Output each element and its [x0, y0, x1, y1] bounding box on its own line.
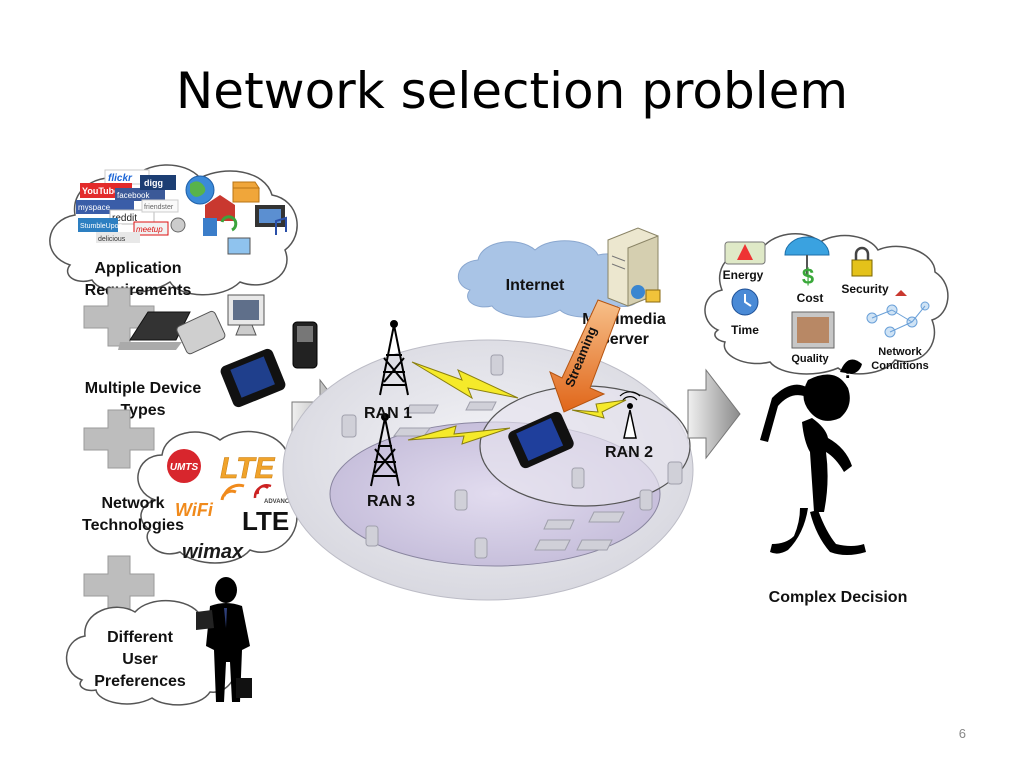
facebook-logo: facebook: [117, 191, 150, 200]
wireless-links: [407, 361, 627, 445]
lte-advanced-logo-text: LTE: [242, 506, 289, 536]
thinking-person-silhouette: ?: [760, 359, 866, 555]
laptop-icon: [129, 311, 191, 341]
webcam-icon: [170, 217, 186, 233]
umts-logo-icon: [167, 449, 201, 483]
application-label-line1: Application: [94, 260, 181, 277]
user-device-icon: [508, 411, 574, 469]
ran2-coverage-ellipse: [479, 385, 691, 507]
phone-icon: [176, 310, 226, 355]
security-label: Security: [841, 282, 889, 296]
wifi-waves-icon: [220, 483, 245, 501]
network-technologies-cloud: UMTS LTE WiFi LTE ADVANCED wimax Network…: [82, 430, 309, 564]
film-frame-icon: [259, 209, 281, 223]
preferences-label-line2: User: [122, 651, 158, 668]
technologies-label-line2: Technologies: [82, 517, 184, 534]
ran3-label: RAN 3: [367, 493, 415, 510]
meetup-logo: meetup: [136, 225, 163, 234]
small-house-icon: [895, 290, 907, 296]
globe-land-icon: [190, 181, 206, 197]
imac-screen-icon: [233, 300, 259, 320]
wimax-logo-text: wimax: [182, 541, 244, 563]
decision-criteria-cloud: Energy $ Cost Security Time Quality: [704, 233, 949, 375]
friendster-logo: friendster: [144, 204, 174, 211]
stumbleupon-logo: StumbleUpon: [80, 223, 123, 230]
devices-label-line1: Multiple Device: [85, 380, 202, 397]
ran1-tower-icon: [379, 320, 409, 396]
technologies-label-line1: Network: [101, 495, 164, 512]
device-types-group: Multiple Device Types: [85, 294, 318, 419]
wifi-logo-text: WiFi: [175, 500, 214, 520]
cost-label: Cost: [797, 291, 824, 305]
application-label-line2: Requirements: [85, 282, 192, 299]
plus-sign-2: [83, 409, 155, 469]
internet-label: Internet: [506, 277, 565, 294]
youtube-logo: YouTube: [82, 186, 119, 196]
background-devices: [341, 354, 683, 559]
house-icon: [205, 195, 235, 221]
streaming-arrow: [549, 299, 621, 413]
devices-label-line2: Types: [120, 402, 165, 419]
network-diagram-icon: [866, 301, 930, 338]
network-conditions-label-line1: Network: [878, 346, 922, 358]
user-preferences-cloud: Different User Preferences: [65, 600, 237, 706]
ran2-label: RAN 2: [605, 444, 653, 461]
delicious-logo: delicious: [98, 236, 126, 243]
preferences-label-line3: Preferences: [94, 673, 186, 690]
myspace-logo: myspace: [78, 203, 111, 212]
lte-advanced-caption: ADVANCED: [264, 499, 298, 505]
server-label-line2: Server: [599, 331, 649, 348]
reddit-logo: reddit: [112, 213, 137, 224]
page-number: 6: [958, 726, 966, 741]
complex-decision-label: Complex Decision: [769, 589, 908, 606]
laptop-base-icon: [118, 342, 182, 350]
plus-sign-3: [83, 555, 155, 615]
folder-icon: [232, 181, 260, 203]
warning-icon: [737, 244, 753, 260]
lte-advanced-waves-icon: [253, 484, 272, 499]
refresh-icon: [220, 215, 238, 232]
ran2-antenna-icon: [619, 391, 641, 439]
app-logo-collage: flickr YouTube facebook digg myspace red…: [76, 169, 179, 243]
output-arrow: [687, 368, 741, 460]
digg-logo: digg: [144, 178, 163, 188]
quality-label: Quality: [791, 353, 829, 365]
ran3-tower-icon: [370, 413, 400, 487]
page-title: Network selection problem: [175, 62, 849, 120]
music-note-icon: [275, 216, 287, 235]
flickr-logo: flickr: [108, 173, 133, 184]
umbrella-icon: [784, 236, 830, 256]
umts-logo-text: UMTS: [170, 462, 199, 473]
network-conditions-label-line2: Conditions: [871, 360, 928, 372]
media-player-screen-icon: [230, 356, 275, 398]
imac-stand-icon: [235, 324, 257, 336]
mp3-screen-icon: [297, 326, 313, 342]
document-icon: [203, 218, 217, 236]
energy-label: Energy: [723, 268, 764, 282]
padlock-icon: [851, 259, 873, 277]
dollar-icon: $: [802, 264, 814, 289]
preferences-label-line1: Different: [107, 629, 173, 646]
multimedia-server-icon: [607, 227, 661, 307]
ran1-label: RAN 1: [364, 405, 412, 422]
question-mark-icon: ?: [842, 361, 854, 383]
lte-logo-text: LTE: [220, 452, 275, 485]
monitor-icon: [227, 237, 251, 255]
time-label: Time: [731, 323, 759, 337]
application-requirements-cloud: flickr YouTube facebook digg myspace red…: [49, 164, 298, 299]
businessman-silhouette: [196, 577, 252, 702]
